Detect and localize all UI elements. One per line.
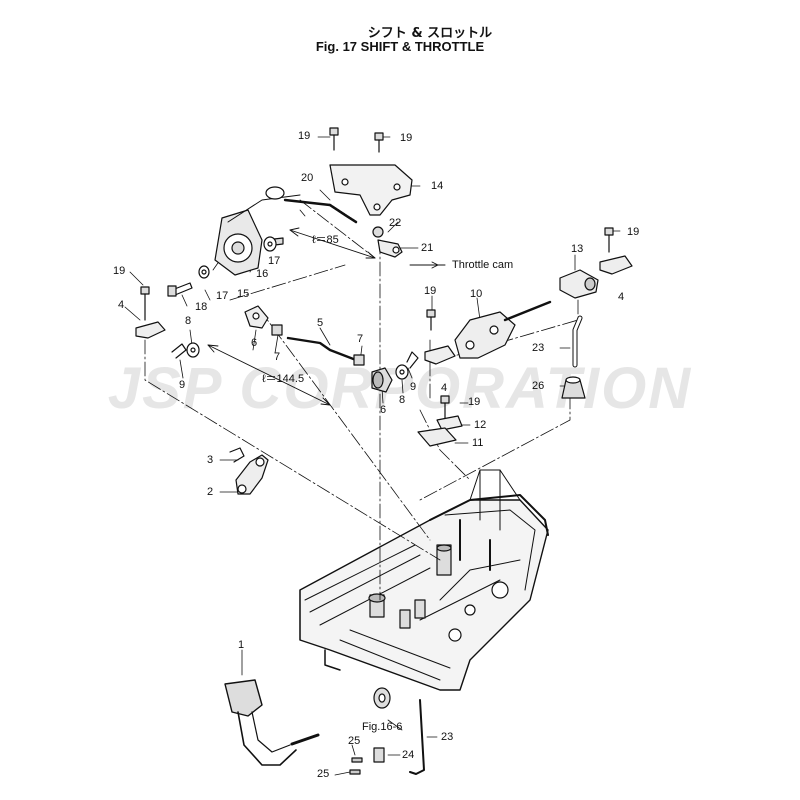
lever-2 xyxy=(235,454,269,495)
figure-reference-label: Fig.16-6 xyxy=(362,721,403,733)
callout-20: 20 xyxy=(301,172,314,184)
callout-4a: 4 xyxy=(118,299,125,311)
clip-25a xyxy=(351,757,363,763)
washer-8b xyxy=(395,364,409,380)
callout-4c: 4 xyxy=(618,291,625,303)
bolt-18 xyxy=(167,282,193,297)
joint-21 xyxy=(377,239,403,258)
callout-6a: 6 xyxy=(251,337,258,349)
callout-26: 26 xyxy=(532,380,545,392)
rod-20 xyxy=(283,198,358,224)
cable-23-upper xyxy=(572,315,583,368)
cable-23-lower xyxy=(409,699,425,775)
bolt-19f xyxy=(440,395,450,419)
dimension-lines xyxy=(207,227,439,406)
dimension-label-85: ℓ＝85 xyxy=(312,234,339,246)
callout-17b: 17 xyxy=(216,290,229,302)
bushing-fig16-6 xyxy=(373,687,391,709)
callout-23b: 23 xyxy=(441,731,454,743)
part-13 xyxy=(559,269,599,299)
assembly-guide-lines xyxy=(144,199,579,601)
bolt-19e xyxy=(604,227,614,253)
clip-3 xyxy=(229,447,245,463)
nut-22 xyxy=(372,226,384,238)
nut-7a xyxy=(271,324,283,336)
callout-19f: 19 xyxy=(468,396,481,408)
grommet-26 xyxy=(561,376,586,399)
dimension-label-144-5: ℓ＝144.5 xyxy=(262,373,305,385)
callout-13: 13 xyxy=(571,243,584,255)
shift-lever-1 xyxy=(224,679,320,766)
washer-17b xyxy=(198,265,210,279)
bolt-19c xyxy=(140,286,150,321)
callout-4b: 4 xyxy=(441,382,448,394)
figure-title-japanese: シフト & スロットル xyxy=(367,26,493,41)
callout-11: 11 xyxy=(472,437,484,449)
callout-15: 15 xyxy=(237,288,250,300)
callout-3: 3 xyxy=(207,454,214,466)
joint-6b xyxy=(371,367,393,393)
joint-6a xyxy=(244,305,269,329)
callout-7a: 7 xyxy=(274,351,281,363)
callout-23a: 23 xyxy=(532,342,545,354)
callout-10: 10 xyxy=(470,288,483,300)
callout-19b: 19 xyxy=(400,132,413,144)
bracket-14 xyxy=(329,164,413,216)
nut-7b xyxy=(353,354,365,366)
plate-11 xyxy=(417,427,457,447)
callout-5: 5 xyxy=(317,317,324,329)
callout-19c: 19 xyxy=(113,265,126,277)
callout-7b: 7 xyxy=(357,333,364,345)
clip-25b xyxy=(349,769,361,775)
clip-9a xyxy=(171,343,187,359)
callout-21: 21 xyxy=(421,242,434,254)
clamp-4c xyxy=(599,255,633,275)
bolt-19a xyxy=(329,127,339,151)
plate-12 xyxy=(436,415,463,431)
rod-5 xyxy=(286,336,358,362)
bolt-19d xyxy=(426,309,436,331)
bolt-19b xyxy=(374,132,384,153)
callout-18: 18 xyxy=(195,301,208,313)
callout-25a: 25 xyxy=(348,735,361,747)
leader-lines xyxy=(124,136,621,776)
callout-2: 2 xyxy=(207,486,214,498)
callout-1: 1 xyxy=(238,639,245,651)
callout-17a: 17 xyxy=(268,255,281,267)
clamp-4b xyxy=(424,345,456,365)
callout-24: 24 xyxy=(402,749,415,761)
throttle-cam-label: Throttle cam xyxy=(452,259,514,271)
washer-8a xyxy=(186,342,200,358)
callout-9a: 9 xyxy=(179,379,186,391)
callout-22: 22 xyxy=(389,217,402,229)
callout-19a: 19 xyxy=(298,130,311,142)
callout-19e: 19 xyxy=(627,226,640,238)
callout-6b: 6 xyxy=(380,404,387,416)
callout-12: 12 xyxy=(474,419,487,431)
callout-8b: 8 xyxy=(399,394,406,406)
callout-14: 14 xyxy=(431,180,444,192)
figure-title: Fig. 17 SHIFT & THROTTLE xyxy=(315,39,485,54)
clip-9b xyxy=(406,351,419,369)
callout-19d: 19 xyxy=(424,285,437,297)
throttle-lever-10 xyxy=(454,300,552,359)
washer-17a xyxy=(263,236,277,252)
clamp-4a xyxy=(135,321,166,339)
base-casting xyxy=(299,469,549,691)
pin-24 xyxy=(373,747,385,763)
callout-8a: 8 xyxy=(185,315,192,327)
callout-25b: 25 xyxy=(317,768,330,780)
callout-16: 16 xyxy=(256,268,269,280)
callout-9b: 9 xyxy=(410,381,417,393)
